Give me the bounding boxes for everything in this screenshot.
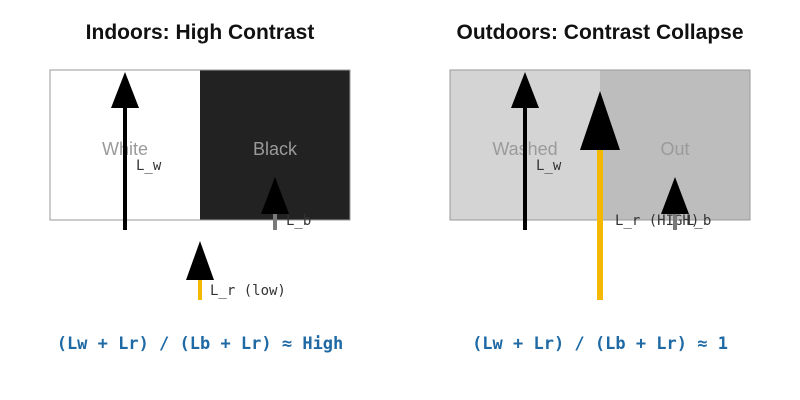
- outdoors-lb-arrow: [661, 177, 689, 230]
- outdoors-title: Outdoors: Contrast Collapse: [456, 21, 743, 44]
- outdoors-lb-label: L_b: [686, 213, 711, 229]
- outdoors-out-label: Out: [660, 139, 689, 159]
- outdoors-formula: (Lw + Lr) / (Lb + Lr) ≈ 1: [472, 334, 728, 354]
- outdoors-lw-label: L_w: [536, 158, 562, 174]
- indoors-lb-arrow: [261, 177, 289, 230]
- outdoors-lr-arrow: [580, 91, 620, 300]
- outdoors-lr-label: L_r (HIGH): [615, 213, 699, 229]
- indoors-lr-arrow: [186, 241, 214, 300]
- indoors-lw-label: L_w: [136, 158, 162, 174]
- indoors-black-label: Black: [253, 139, 298, 159]
- indoors-panel: Indoors: High Contrast White Black L_w L…: [49, 21, 351, 354]
- outdoors-lw-arrow: [511, 72, 539, 230]
- indoors-title: Indoors: High Contrast: [86, 21, 315, 44]
- indoors-lb-label: L_b: [286, 213, 311, 229]
- indoors-lr-label: L_r (low): [210, 283, 286, 299]
- indoors-lw-arrow: [111, 72, 139, 230]
- indoors-formula: (Lw + Lr) / (Lb + Lr) ≈ High: [57, 334, 344, 354]
- outdoors-panel: Outdoors: Contrast Collapse Washed Out L…: [449, 21, 751, 354]
- indoors-screen-frame: [49, 69, 351, 221]
